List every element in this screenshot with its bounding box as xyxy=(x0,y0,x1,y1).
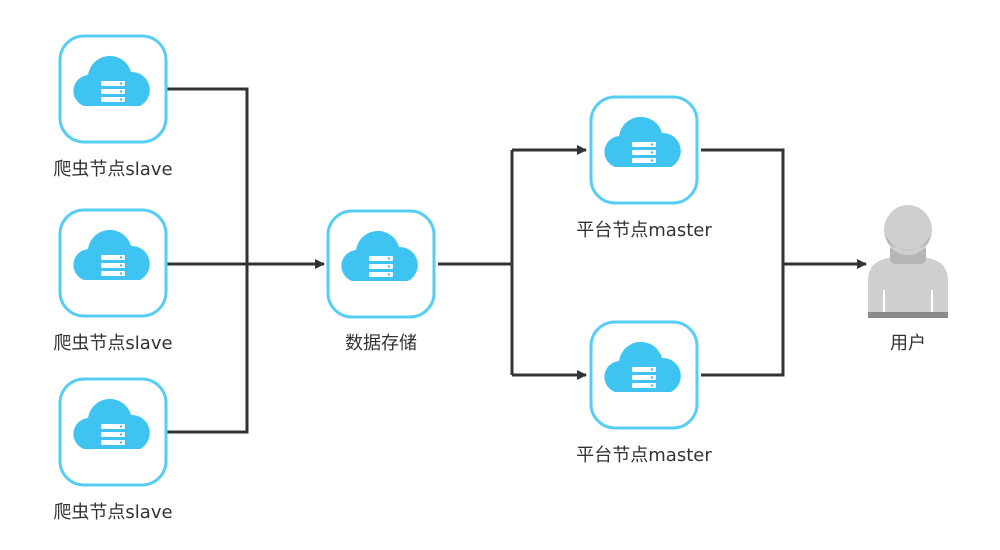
node-master-bottom: 平台节点master xyxy=(576,320,712,466)
node-storage: 数据存储 xyxy=(326,209,436,354)
node-user: 用户 xyxy=(868,205,948,354)
connector-slave-top xyxy=(167,87,249,264)
cloud-server-icon xyxy=(326,209,436,319)
cloud-server-icon xyxy=(58,208,168,318)
cloud-server-icon xyxy=(58,34,168,144)
node-slave-bottom: 爬虫节点slave xyxy=(53,377,173,523)
user-icon xyxy=(868,205,948,318)
node-label-user: 用户 xyxy=(890,333,926,354)
connectors xyxy=(167,87,867,434)
node-label-slave-mid: 爬虫节点slave xyxy=(53,333,172,354)
connector-slave-bottom xyxy=(167,264,249,434)
cloud-server-icon xyxy=(589,95,699,205)
node-label-slave-bottom: 爬虫节点slave xyxy=(53,502,172,523)
cloud-server-icon xyxy=(58,377,168,487)
node-label-storage: 数据存储 xyxy=(345,333,417,354)
node-label-master-bottom: 平台节点master xyxy=(576,445,712,466)
connector-master-top-out xyxy=(701,148,785,377)
node-master-top: 平台节点master xyxy=(576,95,712,241)
cloud-server-icon xyxy=(589,320,699,430)
node-label-slave-top: 爬虫节点slave xyxy=(53,159,172,180)
node-slave-top: 爬虫节点slave xyxy=(53,34,173,180)
node-slave-mid: 爬虫节点slave xyxy=(53,208,173,354)
node-label-master-top: 平台节点master xyxy=(576,220,712,241)
